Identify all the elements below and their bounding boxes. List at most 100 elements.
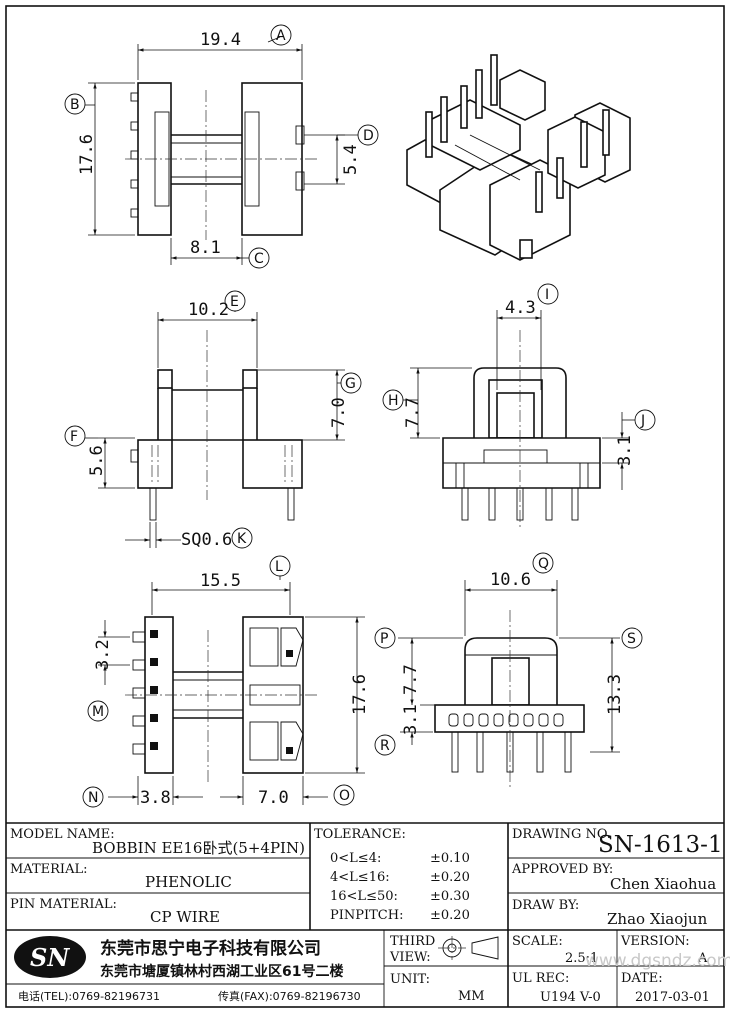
version-value: A	[697, 951, 708, 966]
tag-K	[231, 527, 253, 549]
tag-O	[333, 784, 355, 806]
tag-J	[634, 409, 656, 431]
svg-text:J: J	[640, 413, 645, 429]
drawn-by-label: DRAW BY:	[512, 898, 579, 913]
approved-by-label: APPROVED BY:	[511, 862, 613, 877]
date-label: DATE:	[621, 971, 663, 986]
svg-text:P: P	[380, 631, 388, 647]
tol-value-4: ±0.20	[430, 908, 470, 923]
tag-F	[64, 425, 86, 447]
side-view: 10.2 7.0 5.6 SQ0.6	[87, 300, 349, 550]
tol-value-1: ±0.10	[430, 851, 470, 866]
scale-value: 2.5:1	[565, 951, 598, 966]
unit-label: UNIT:	[390, 972, 430, 987]
dim-C-value: 8.1	[190, 238, 221, 258]
tol-range-3: 16<L≤50:	[330, 889, 398, 904]
pin-material-value: CP WIRE	[150, 908, 220, 926]
dim-A-value: 19.4	[200, 30, 241, 50]
bottom-view: 15.5 17.6 3.2 3.8 7.0	[93, 571, 370, 808]
unit-value: MM	[458, 989, 485, 1004]
projection-symbol-icon	[438, 936, 499, 960]
tag-R	[374, 734, 396, 756]
dimension-tags: A B C D E F G H I J K L M	[64, 24, 656, 808]
svg-text:F: F	[70, 429, 78, 445]
scale-label: SCALE:	[512, 934, 563, 949]
dim-N-value: 3.8	[140, 788, 171, 808]
svg-text:H: H	[388, 393, 399, 409]
tag-B	[64, 93, 86, 115]
material-value: PHENOLIC	[145, 873, 232, 891]
svg-text:E: E	[230, 294, 239, 310]
tag-P	[374, 627, 396, 649]
dim-P-value: 7.7	[401, 664, 421, 695]
dim-Q-value: 10.6	[490, 570, 531, 590]
approved-by-value: Chen Xiaohua	[610, 875, 716, 893]
material-label: MATERIAL:	[10, 862, 87, 877]
dim-E-value: 10.2	[188, 300, 229, 320]
svg-text:Q: Q	[538, 556, 549, 572]
dim-17-6-bottom-value: 17.6	[350, 674, 370, 715]
svg-text:D: D	[363, 128, 374, 144]
tag-S	[621, 627, 643, 649]
company-name: 东莞市思宁电子科技有限公司	[100, 938, 321, 959]
dim-S-value: 13.3	[605, 674, 625, 715]
dim-O-value: 7.0	[258, 788, 289, 808]
svg-text:M: M	[92, 704, 104, 720]
company-fax: 传真(FAX):0769-82196730	[218, 989, 361, 1003]
tag-N	[82, 786, 104, 808]
svg-text:I: I	[545, 287, 549, 303]
sheet-border	[5, 5, 725, 1008]
svg-text:B: B	[70, 97, 80, 113]
tol-value-2: ±0.20	[430, 870, 470, 885]
ul-rec-value: U194 V-0	[540, 990, 601, 1005]
tag-Q	[532, 552, 554, 574]
isometric-view	[406, 54, 631, 261]
model-name-label: MODEL NAME:	[10, 827, 115, 842]
date-value: 2017-03-01	[635, 990, 710, 1005]
dim-G-value: 7.0	[329, 397, 349, 428]
third-view-label-1: THIRD	[390, 934, 435, 949]
svg-text:A: A	[276, 28, 286, 44]
tolerance-label: TOLERANCE:	[314, 827, 406, 842]
svg-text:K: K	[237, 531, 247, 547]
company-logo	[14, 936, 86, 978]
tag-H	[382, 389, 404, 411]
company-tel: 电话(TEL):0769-82196731	[18, 990, 160, 1003]
ul-rec-label: UL REC:	[512, 971, 569, 986]
title-block: MODEL NAME: BOBBIN EE16卧式(5+4PIN) MATERI…	[6, 822, 730, 1007]
dim-K-value: SQ0.6	[181, 530, 232, 550]
svg-text:N: N	[88, 790, 98, 806]
svg-text:G: G	[345, 376, 356, 392]
pin-material-label: PIN MATERIAL:	[10, 897, 117, 912]
tol-value-3: ±0.30	[430, 889, 470, 904]
logo-text: SN	[30, 943, 70, 972]
tag-M	[87, 700, 109, 722]
dim-J-value: 3.1	[615, 435, 635, 466]
tag-I	[537, 283, 559, 305]
svg-text:C: C	[254, 251, 264, 267]
tag-L	[269, 555, 291, 577]
svg-text:R: R	[380, 738, 390, 754]
tag-E	[224, 290, 246, 312]
dim-M-value: 3.2	[93, 639, 113, 670]
company-address: 东莞市塘厦镇林村西湖工业区61号二楼	[100, 963, 343, 980]
drawing-no-label: DRAWING NO.	[512, 827, 611, 842]
tag-A	[270, 24, 292, 46]
tol-range-4: PINPITCH:	[330, 908, 403, 923]
dim-R-value: 3.1	[401, 704, 421, 735]
drawn-by-value: Zhao Xiaojun	[607, 910, 708, 928]
tol-range-2: 4<L≤16:	[330, 870, 390, 885]
svg-text:L: L	[275, 559, 283, 575]
drawing-no-value: SN-1613-1	[598, 832, 723, 858]
front-view: 4.3 7.7 3.1	[403, 298, 635, 530]
dim-H-value: 7.7	[403, 397, 423, 428]
dim-F-value: 5.6	[87, 445, 107, 476]
top-view: 19.4 17.6 8.1 5.4	[77, 30, 361, 265]
svg-text:S: S	[627, 631, 636, 647]
dim-I-value: 4.3	[505, 298, 536, 318]
tag-D	[357, 124, 379, 146]
third-view-label-2: VIEW:	[389, 950, 431, 965]
watermark: www.dgsndz.com	[585, 951, 730, 971]
dim-B-value: 17.6	[77, 134, 97, 175]
